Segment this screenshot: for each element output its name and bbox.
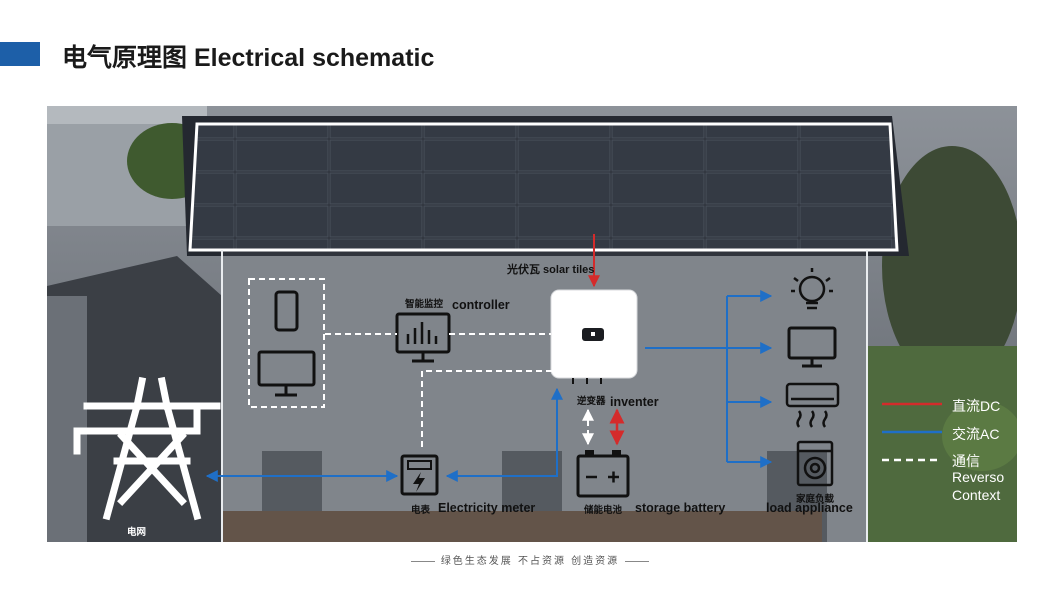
light-bulb-icon: [791, 268, 833, 310]
storage-battery-icon: [576, 450, 630, 498]
meter-cn-label: 电表: [411, 505, 431, 516]
grid-cn-label: 电网: [127, 527, 147, 538]
legend-dc-label: 直流DC: [952, 398, 1001, 414]
load-label: load appliance: [766, 501, 853, 515]
inverter-label: inventer: [610, 395, 659, 409]
battery-label: storage battery: [635, 501, 726, 515]
phone-icon: [274, 290, 299, 332]
legend-comm-label-3: Context: [952, 487, 1001, 503]
communication-lines: [325, 333, 594, 449]
electricity-meter-icon: [400, 454, 439, 496]
solar-tiles-label: 光伏瓦 solar tiles: [507, 264, 595, 276]
page-title: 电气原理图 Electrical schematic: [62, 44, 435, 72]
legend-comm-label-2: Reverso: [952, 469, 1005, 485]
schematic-scene: 光伏瓦 solar tiles 智能监控 controller 逆变器 inve…: [47, 106, 1017, 542]
legend-comm-label: 通信: [952, 453, 980, 469]
controller-label: controller: [452, 298, 510, 312]
legend-ac-label: 交流AC: [952, 426, 1000, 442]
air-conditioner-icon: [785, 382, 840, 428]
inverter-icon: [550, 289, 638, 384]
battery-cn-label: 储能电池: [584, 505, 623, 516]
footer-rule-left: [410, 560, 435, 562]
title-accent-bar: [0, 42, 40, 66]
monitoring-devices-box: [248, 278, 325, 408]
power-grid-tower-icon: [73, 376, 221, 521]
controller-cn-label: 智能监控: [405, 299, 444, 310]
monitor-icon: [257, 350, 316, 397]
footer-slogan: 绿色生态发展 不占资源 创造资源: [440, 556, 620, 567]
footer-rule-right: [625, 560, 650, 562]
meter-label: Electricity meter: [438, 501, 536, 515]
television-icon: [787, 326, 837, 368]
schematic-diagram: [47, 106, 1017, 542]
washing-machine-icon: [796, 440, 834, 487]
load-cn-label: 家庭负载: [796, 494, 835, 505]
footer: 绿色生态发展 不占资源 创造资源: [0, 552, 1060, 567]
inverter-cn-label: 逆变器: [577, 396, 606, 407]
ac-lines: [205, 290, 773, 482]
